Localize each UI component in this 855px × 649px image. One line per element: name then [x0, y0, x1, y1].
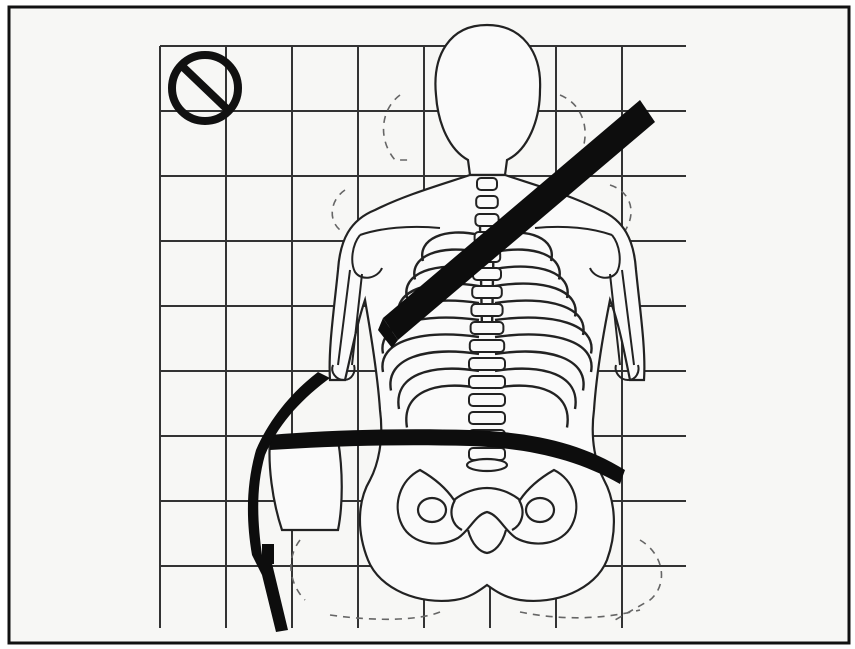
vertebra: [469, 412, 505, 424]
buckle: [262, 544, 274, 564]
seat-side-panel: [270, 440, 342, 530]
vertebra: [471, 322, 504, 334]
vertebra: [472, 286, 502, 298]
vertebra: [476, 196, 498, 208]
vertebra: [477, 178, 497, 190]
vertebra: [470, 340, 504, 352]
vertebra: [469, 376, 505, 388]
vertebra: [471, 304, 502, 316]
vertebra: [469, 358, 505, 370]
vertebra: [469, 394, 505, 406]
